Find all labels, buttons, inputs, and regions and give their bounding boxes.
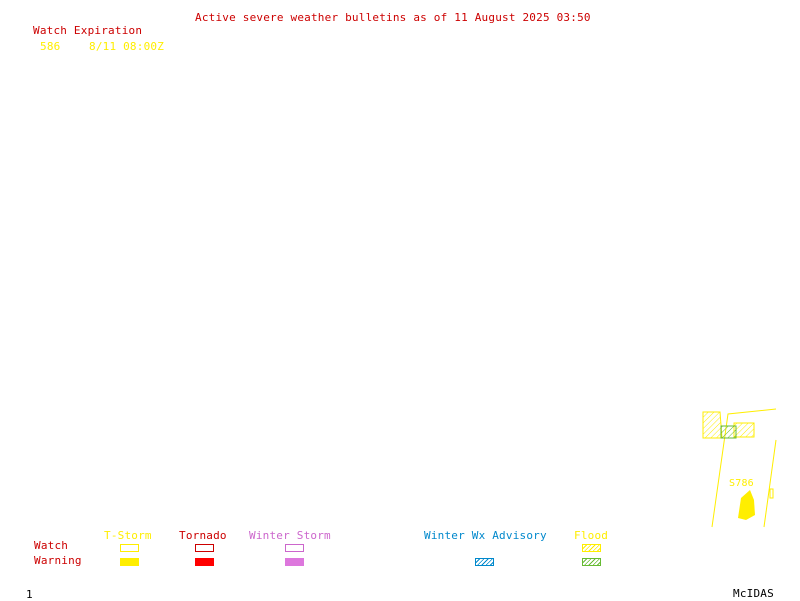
legend-winter-storm-header: Winter Storm	[249, 529, 331, 542]
legend-tornado-header: Tornado	[179, 529, 227, 542]
tstorm-warning-swatch	[120, 558, 139, 566]
tstorm-watch-swatch	[120, 544, 139, 552]
legend-watch-row-label: Watch	[34, 539, 69, 552]
flood-warning-area	[720, 425, 737, 439]
winter-storm-watch-swatch	[285, 544, 304, 552]
watch-box-label: S786	[729, 478, 754, 489]
watch-box-label-fragment	[769, 488, 774, 499]
tstorm-warning-area	[738, 490, 755, 520]
frame-number: 1	[26, 588, 33, 601]
flood-warning-swatch	[582, 558, 601, 566]
winter-advisory-swatch	[475, 558, 494, 566]
legend-flood-header: Flood	[574, 529, 609, 542]
watch-expiration-label: Watch Expiration	[33, 24, 143, 37]
flood-watch-swatch	[582, 544, 601, 552]
software-label: McIDAS	[733, 587, 774, 600]
flood-watch-area-east	[733, 422, 755, 438]
tornado-warning-swatch	[195, 558, 214, 566]
flood-watch-area-west	[702, 411, 723, 439]
legend-warning-row-label: Warning	[34, 554, 82, 567]
legend-winter-advisory-header: Winter Wx Advisory	[424, 529, 547, 542]
tornado-watch-swatch	[195, 544, 214, 552]
winter-storm-warning-swatch	[285, 558, 304, 566]
watch-box-outline	[711, 408, 777, 528]
watch-number: 586	[40, 40, 61, 53]
legend-tstorm-header: T-Storm	[104, 529, 152, 542]
watch-expiration-time: 8/11 08:00Z	[89, 40, 165, 53]
bulletin-title: Active severe weather bulletins as of 11…	[195, 11, 591, 24]
